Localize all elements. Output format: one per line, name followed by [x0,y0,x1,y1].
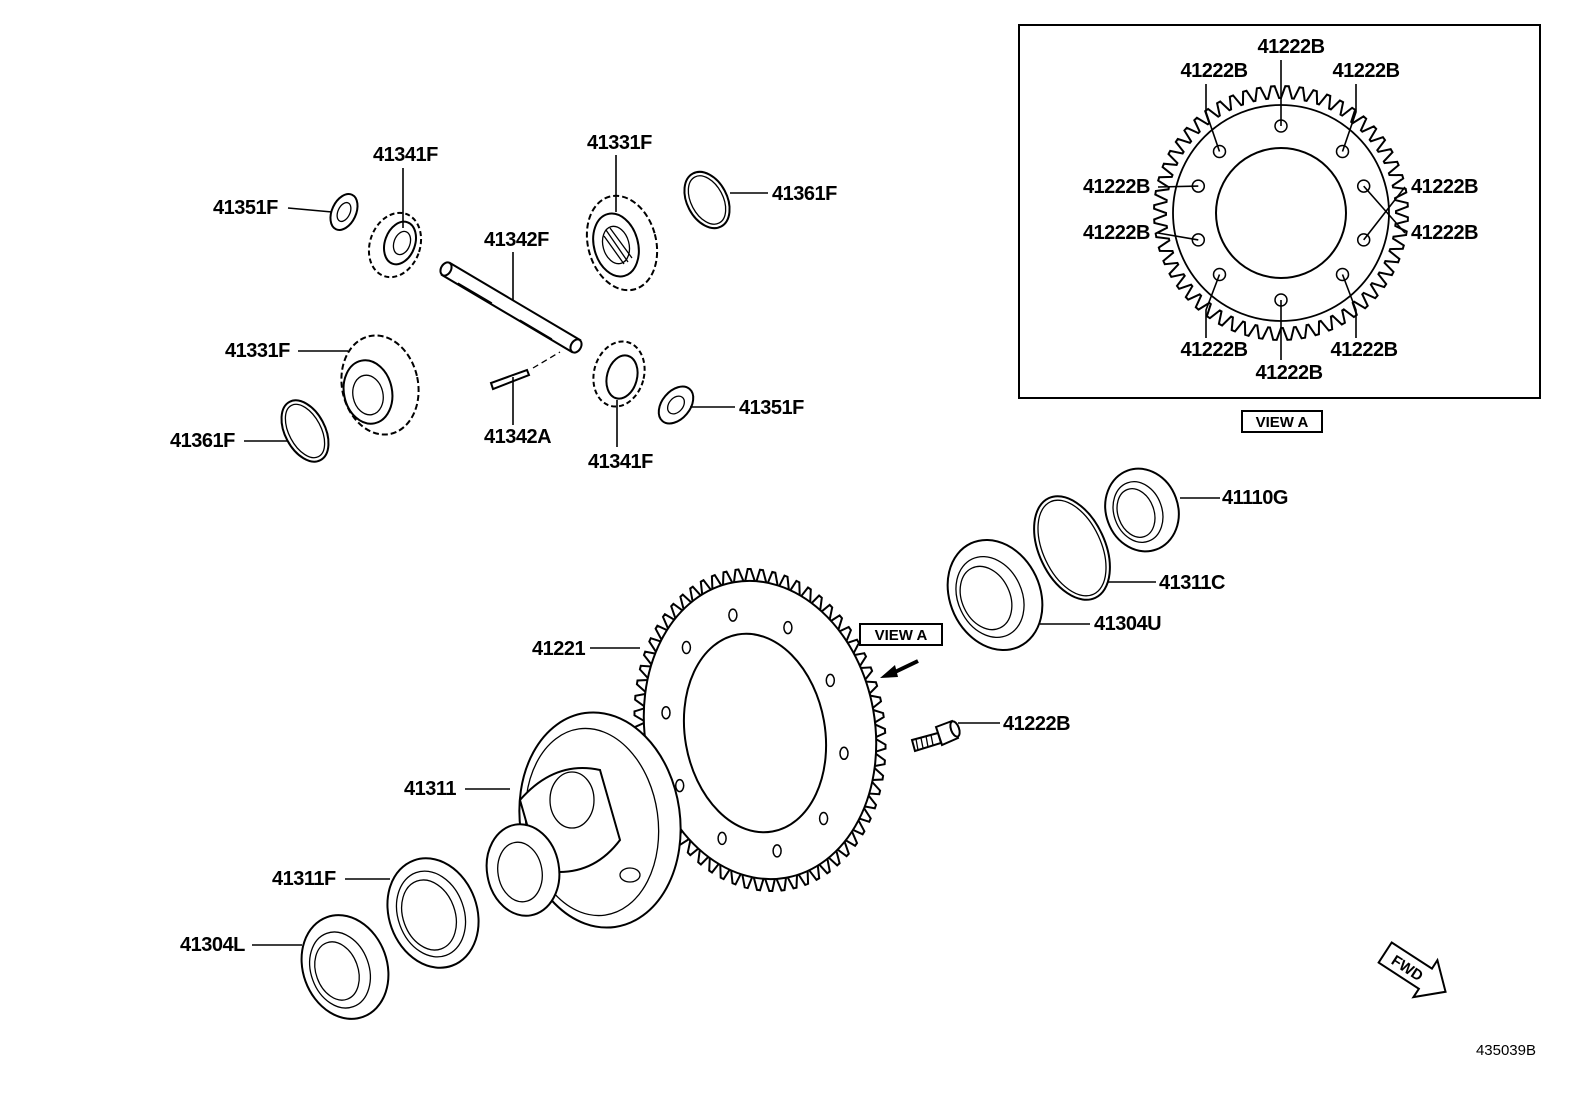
view-a-tag: VIEW A [859,623,943,646]
inset-bolt-callout: 41222B [1332,60,1399,82]
leader-lines [244,155,1220,946]
ring-gear-bolt-hole [661,705,671,720]
case-hub [485,823,561,917]
pin-alignment-line [532,351,561,369]
ring-gear-bolt-hole [839,746,849,761]
inset-leader-line [1341,84,1357,152]
ring-gear-bolt-hole [772,844,782,858]
inset-leader-line [1205,84,1221,152]
inset-bolt-callout: 41222B [1180,60,1247,82]
ring-gear-bolt-hole [681,640,692,655]
callout-41361f-left: 41361F [170,430,235,452]
inset-leader-line [1157,232,1199,241]
view-a-arrow [880,659,919,678]
callout-41311: 41311 [404,778,456,800]
callout-41304u: 41304U [1094,613,1161,635]
callout-41351f-left: 41351F [213,197,278,219]
view-a-inset: 41222B 41222B 41222B 41222B 41222B 41222B 4122… [1018,24,1541,399]
callout-41311c: 41311C [1159,572,1225,594]
inset-bolt-callout: 41222B [1255,362,1322,384]
inset-bolt-callout: 41222B [1083,222,1150,244]
inset-leader-line [1363,186,1406,241]
callout-41342f: 41342F [484,229,549,251]
thrust-washer-41361f-top [683,170,731,230]
inset-bolt-callout: 41222B [1083,176,1150,198]
callout-41342a: 41342A [484,426,551,448]
fwd-arrow: FWD [1377,941,1447,999]
bolt-leader-lines [1157,60,1406,360]
callout-41331f-top: 41331F [587,132,652,154]
inset-bolt-callout: 41222B [1257,36,1324,58]
inset-gear-bore [1215,147,1347,279]
inset-bolt-callout: 41222B [1330,339,1397,361]
bearing-41311f [386,857,480,969]
ring-gear-41221 [633,568,887,892]
ring-gear-bolt-hole [728,608,738,622]
thrust-washer-41351f-left [329,193,359,231]
callout-41222b-bolt: 41222B [1003,713,1070,735]
pinion-gear-41341f-bottom [592,340,646,408]
callout-41331f-left: 41331F [225,340,290,362]
thrust-washer-41361f-left [280,399,330,463]
callouts: 41341F 41351F 41331F 41361F 41342F 41331… [170,132,1288,956]
view-a-caption-text: VIEW A [1256,414,1309,431]
inset-bolt-callout: 41222B [1411,222,1478,244]
callout-41361f-top: 41361F [772,183,837,205]
ring-gear-bolt-hole [825,673,836,688]
inset-leader-line [1363,185,1406,234]
callout-41351f-right: 41351F [739,397,804,419]
callout-41311f: 41311F [272,868,336,890]
inset-leader-line [1157,185,1199,188]
ring-gear-bolt-hole [818,811,829,826]
ring-gear-bolt-holes-main [661,608,849,858]
side-gear-41331f-top [585,194,659,292]
callout-41341f-top: 41341F [373,144,438,166]
pinion-shaft-41342f [439,261,583,354]
oil-seal-41110g [1104,467,1180,553]
bolt-callouts: 41222B 41222B 41222B 41222B 41222B 41222B 4122… [1083,36,1479,384]
side-gear-41331f-left [340,334,420,436]
shim-41311c [1033,495,1111,601]
inset-leader-line [1205,274,1221,338]
ring-gear-bolt-hole [783,620,793,635]
callout-41221: 41221 [532,638,585,660]
callout-41110g: 41110G [1222,487,1288,509]
pin-41342a [489,368,531,391]
pinion-gear-41341f-top [367,211,423,279]
ring-gear-bolt-41222b [910,719,961,753]
ring-gear-bolt-hole [674,778,685,793]
ring-gear-bolt-hole [717,831,727,846]
callout-41304l: 41304L [180,934,245,956]
bearing-41304u [946,538,1044,652]
view-a-tag-text: VIEW A [875,627,928,644]
inset-bolt-callout: 41222B [1411,176,1478,198]
callout-41341f-bottom: 41341F [588,451,653,473]
thrust-washer-41351f-right [657,385,695,425]
oil-seal-41304l [300,914,390,1020]
view-a-caption: VIEW A [1241,410,1323,433]
reference-code: 435039B [1476,1042,1536,1059]
inset-bolt-callout: 41222B [1180,339,1247,361]
inset-leader-line [1341,274,1357,338]
